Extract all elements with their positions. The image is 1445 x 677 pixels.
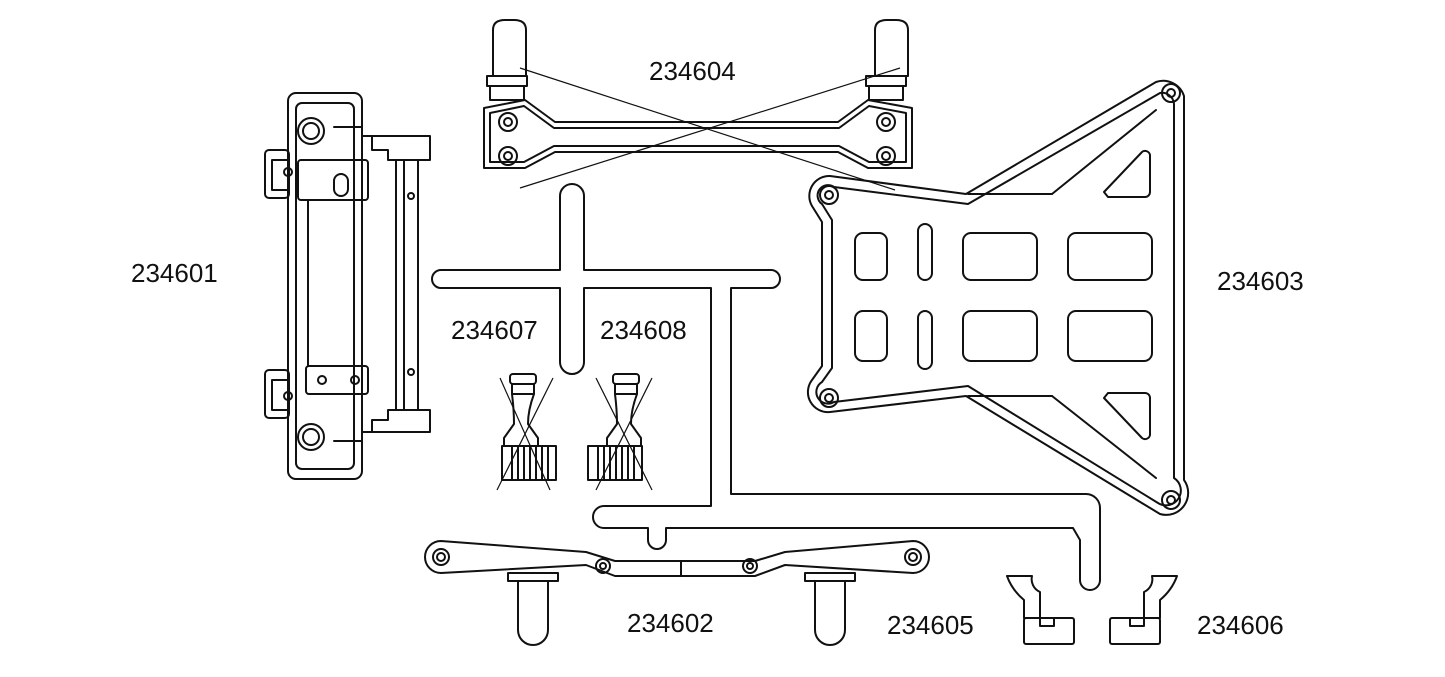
part-234607-drawing xyxy=(496,373,557,491)
label-234602: 234602 xyxy=(627,608,714,638)
part-234603-drawing xyxy=(806,79,1190,516)
part-234601-drawing xyxy=(264,92,431,480)
label-234603: 234603 xyxy=(1217,266,1304,296)
label-234605: 234605 xyxy=(887,610,974,640)
part-234602-drawing xyxy=(424,540,930,646)
part-234604-drawing xyxy=(483,19,913,191)
part-234606-drawing xyxy=(1109,575,1178,645)
label-234607: 234607 xyxy=(451,315,538,345)
part-234608-drawing xyxy=(587,373,653,491)
part-234605-drawing xyxy=(1006,575,1075,645)
label-234606: 234606 xyxy=(1197,610,1284,640)
label-234608: 234608 xyxy=(600,315,687,345)
label-234601: 234601 xyxy=(131,258,218,288)
label-234604: 234604 xyxy=(649,56,736,86)
sprue-frame-drawing xyxy=(431,183,1101,591)
